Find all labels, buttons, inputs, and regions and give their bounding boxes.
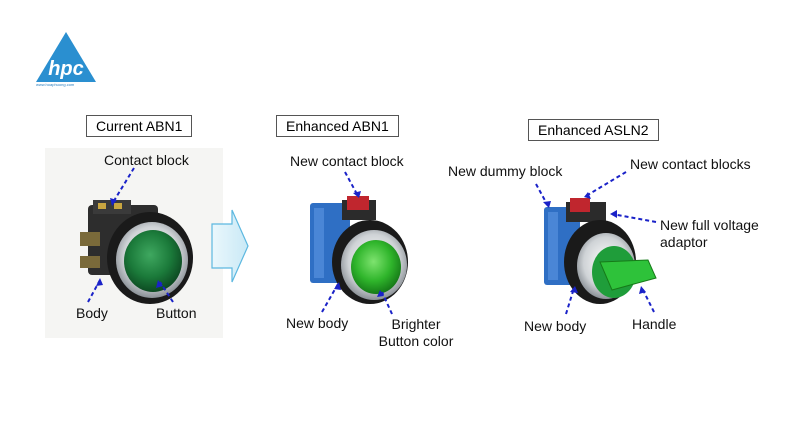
logo-triangle-icon: hpc [36,32,96,82]
enhanced-abn1-switch [310,196,408,304]
label-brighter-line2: Button color [378,333,454,349]
panel-title-enhanced-asln2: Enhanced ASLN2 [528,119,659,141]
logo-text: hpc [48,58,84,80]
label-new-contact-block: New contact block [290,153,404,169]
label-new-contact-blocks: New contact blocks [630,156,751,172]
logo-url: www.hoaphuong.com [36,82,75,87]
label-new-full-voltage-adaptor: New full voltage adaptor [660,217,759,251]
label-brighter-button-color: Brighter Button color [366,316,466,350]
label-brighter-line1: Brighter [391,316,441,332]
current-abn1-switch [80,200,193,304]
label-full-voltage-line1: New full voltage [660,217,759,233]
label-button: Button [156,305,197,321]
label-full-voltage-line2: adaptor [660,234,708,250]
label-contact-block: Contact block [104,152,189,168]
label-new-body-abn1: New body [286,315,349,331]
panel-title-enhanced-abn1: Enhanced ABN1 [276,115,399,137]
transition-arrow-icon [211,209,249,283]
panel-title-current: Current ABN1 [86,115,193,137]
label-new-body-asln2: New body [524,318,587,334]
callout-arrows [87,167,657,315]
label-new-dummy-block: New dummy block [448,163,563,179]
label-body: Body [76,305,108,321]
enhanced-asln2-selector [544,198,657,304]
company-logo: hpc www.hoaphuong.com [30,30,100,90]
callout-arrowheads [96,191,646,297]
label-handle: Handle [632,316,677,332]
